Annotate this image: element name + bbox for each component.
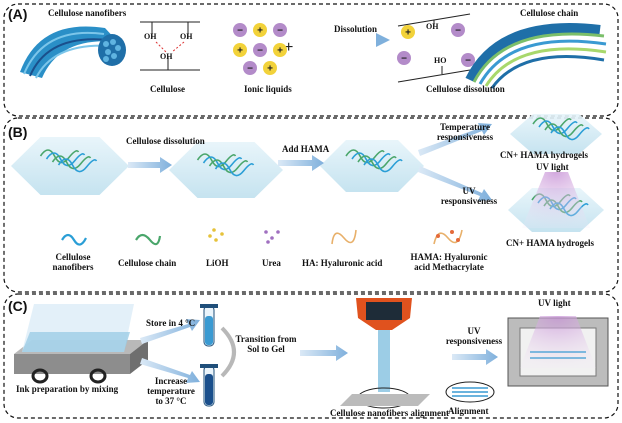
label-cellulose-dissolution: Cellulose dissolution — [426, 84, 505, 94]
label-transition: Transition from Sol to Gel — [235, 334, 297, 354]
ion-5-circle — [273, 43, 287, 57]
ion-3-sign: + — [237, 46, 243, 57]
ion-6-sign: − — [247, 64, 253, 75]
dissolved-ion-3-sign: − — [465, 56, 471, 67]
ion-0-sign: − — [237, 26, 243, 37]
label-ho-dissolved: HO — [434, 56, 447, 65]
dissolved-structure — [397, 13, 471, 83]
ion-3-circle — [233, 43, 247, 57]
panel-b-letter: (B) — [8, 124, 28, 140]
gel-tile-1-fiber-1 — [45, 152, 86, 167]
label-cellulose-nanofibers: Cellulose nanofibers — [48, 8, 127, 18]
ionic-liquid-ions: −+−+−+−+ — [233, 23, 287, 75]
ion-7-sign: + — [267, 64, 273, 75]
label-uv-responsiveness-b: UV responsiveness — [440, 186, 498, 206]
dissolved-ion-0-circle — [401, 25, 415, 39]
label-store: Store in 4 °C — [146, 318, 196, 328]
label-hydrogel-bottom: CN+ HAMA hydrogels — [506, 238, 594, 248]
gel-tile-3-fiber-3 — [363, 158, 403, 173]
dissolved-ion-2-circle — [397, 51, 411, 65]
dissolved-ion-3-circle — [461, 53, 475, 67]
label-alignment: Alignment — [448, 406, 489, 416]
legend-icons-b — [61, 228, 463, 246]
label-cellulose-dissolution-step: Cellulose dissolution — [126, 136, 205, 146]
legend-hama: HAMA: Hyaluronic acid Methacrylate — [410, 252, 488, 272]
ink-preparation-device — [14, 304, 148, 384]
label-oh-2: OH — [180, 32, 193, 41]
label-ink-prep: Ink preparation by mixing — [16, 384, 119, 394]
dissolved-ion-1-circle — [451, 23, 465, 37]
uv-curing-chamber — [507, 316, 609, 387]
label-add-hama: Add HAMA — [282, 144, 330, 154]
ion-7-circle — [263, 61, 277, 75]
legend-ha: HA: Hyaluronic acid — [302, 258, 383, 268]
gel-tile-2-fiber-3 — [214, 162, 255, 177]
test-tubes — [200, 304, 218, 407]
dissolved-ion-2-sign: − — [401, 54, 407, 65]
label-uv-light-c: UV light — [538, 298, 571, 308]
label-oh-3: OH — [160, 52, 173, 61]
gel-tile-1-fiber-2 — [51, 155, 92, 170]
process-arrows-c — [140, 319, 498, 383]
cellulose-chain-bundle — [465, 23, 607, 89]
dissolved-ion-1-sign: − — [455, 26, 461, 37]
legend-urea: Urea — [262, 258, 281, 268]
ion-0-circle — [233, 23, 247, 37]
label-cellulose-chain: Cellulose chain — [520, 8, 579, 18]
ion-2-circle — [273, 23, 287, 37]
label-temperature-responsiveness: Temperature responsiveness — [436, 122, 494, 142]
label-alignment-process: Cellulose nanofibers alignment — [330, 408, 450, 418]
printing-nozzle — [340, 298, 430, 409]
legend-lioh: LiOH — [206, 258, 229, 268]
ion-4-sign: − — [257, 46, 263, 57]
legend-cellulose-nanofibers: Cellulose nanofibers — [52, 252, 94, 272]
ion-4-circle — [253, 43, 267, 57]
label-hydrogel-top: CN+ HAMA hydrogels — [500, 150, 588, 160]
gel-tile-4-fiber-3 — [550, 126, 590, 141]
label-dissolution: Dissolution — [334, 24, 378, 34]
gel-tile-3-fiber-2 — [357, 155, 397, 170]
ion-2-sign: − — [277, 26, 283, 37]
label-oh-dissolved: OH — [426, 22, 439, 31]
label-oh-1: OH — [144, 32, 157, 41]
plus-sign: + — [284, 39, 293, 56]
uv-cone-b — [522, 172, 590, 228]
gel-tile-3-fiber-1 — [351, 152, 391, 167]
gel-tile-4-fiber-2 — [544, 123, 584, 138]
panel-b-frame — [3, 117, 619, 293]
alignment-inset — [445, 381, 495, 403]
ion-6-circle — [243, 61, 257, 75]
label-uv-light-b: UV light — [536, 162, 569, 172]
gel-tile-2-fiber-2 — [208, 159, 249, 174]
dissolution-arrowhead — [376, 33, 390, 47]
cellulose-hydroxyl-structure — [140, 21, 200, 71]
gel-tile-1-fiber-3 — [57, 158, 98, 173]
process-arrows-b — [128, 123, 492, 201]
label-cellulose: Cellulose — [150, 84, 185, 94]
dissolved-ions: + − − − — [397, 23, 475, 67]
legend-cellulose-chain: Cellulose chain — [118, 258, 177, 268]
cellulose-nanofiber-bundle — [20, 26, 126, 79]
gel-tile-2-fiber-1 — [202, 156, 243, 171]
ion-5-sign: + — [277, 46, 283, 57]
panel-a-frame — [3, 3, 619, 117]
gel-tile-4-fiber-1 — [538, 120, 578, 135]
panel-a-letter: (A) — [8, 6, 28, 22]
label-uv-responsiveness-c: UV responsiveness — [445, 326, 503, 346]
dissolved-ion-0-sign: + — [405, 28, 411, 39]
label-ionic-liquids: Ionic liquids — [244, 84, 292, 94]
panel-c-letter: (C) — [8, 298, 28, 314]
ion-1-sign: + — [257, 26, 263, 37]
transition-curve — [220, 326, 236, 378]
label-increase: Increase temperature to 37 °C — [147, 376, 195, 406]
ion-1-circle — [253, 23, 267, 37]
